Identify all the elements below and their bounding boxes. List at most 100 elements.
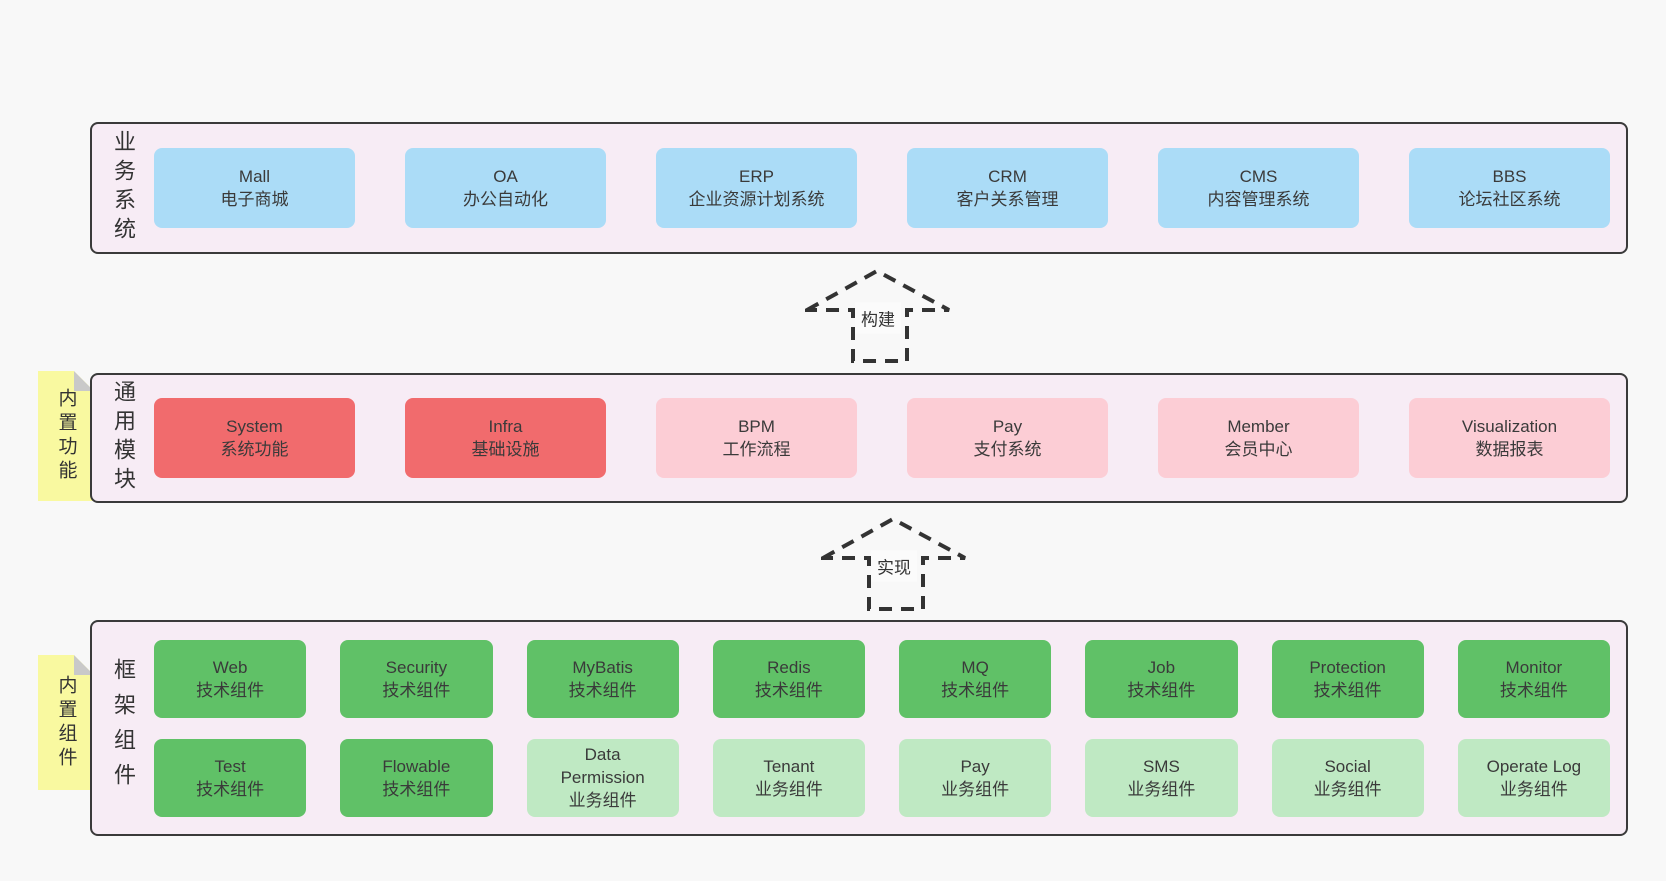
- box-mall: Mall 电子商城: [154, 148, 355, 228]
- box-flowable: Flowable 技术组件: [340, 738, 493, 817]
- box-system: System 系统功能: [154, 398, 355, 478]
- box-title: BBS: [1492, 167, 1527, 186]
- box-title: Member: [1227, 417, 1290, 436]
- box-bbs: BBS 论坛社区系统: [1409, 148, 1610, 228]
- box-data-permission: Data Permission 业务组件: [526, 738, 679, 817]
- box-title: Infra: [488, 417, 523, 436]
- box-title: CMS: [1239, 167, 1278, 186]
- box-subtitle: 业务组件: [1127, 779, 1196, 799]
- box-subtitle: 企业资源计划系统: [688, 190, 825, 209]
- build-arrow-label: 构建: [855, 302, 901, 334]
- box-subtitle: 论坛社区系统: [1458, 190, 1561, 209]
- box-row: System 系统功能 Infra 基础设施 BPM 工作流程 Pay 支付系统…: [154, 398, 1610, 478]
- box-pay: Pay 支付系统: [907, 398, 1108, 478]
- box-subtitle: 业务组件: [754, 779, 823, 799]
- box-subtitle: 技术组件: [941, 680, 1010, 700]
- box-subtitle: 技术组件: [382, 680, 451, 700]
- tab-builtin-components: 内置组件: [38, 655, 94, 790]
- layer-common-modules: 通用模块 System 系统功能 Infra 基础设施 BPM 工作流程 Pay: [90, 373, 1628, 503]
- tab-label-text: 内置功能: [55, 388, 77, 484]
- box-title: Monitor: [1505, 657, 1563, 677]
- box-title: BPM: [738, 417, 775, 436]
- box-tenant: Tenant 业务组件: [712, 738, 865, 817]
- box-subtitle: 支付系统: [973, 440, 1042, 459]
- box-protection: Protection 技术组件: [1271, 639, 1424, 718]
- box-title: Social: [1324, 756, 1371, 776]
- build-arrow: 构建: [799, 268, 951, 364]
- box-security: Security 技术组件: [340, 639, 493, 718]
- box-subtitle: 电子商城: [220, 190, 289, 209]
- box-visualization: Visualization 数据报表: [1409, 398, 1610, 478]
- box-pay-biz: Pay 业务组件: [899, 738, 1052, 817]
- box-title: Pay: [992, 417, 1023, 436]
- box-subtitle: 基础设施: [471, 440, 540, 459]
- dashed-up-arrow-icon: [799, 268, 950, 363]
- box-title: Job: [1147, 657, 1176, 677]
- box-title: SMS: [1142, 756, 1180, 776]
- implement-arrow: 实现: [815, 516, 967, 612]
- box-rows: Web 技术组件 Security 技术组件 MyBatis 技术组件 Redi…: [154, 622, 1626, 834]
- box-title: System: [226, 417, 283, 436]
- layer-side-label: 通用模块: [92, 375, 154, 501]
- box-subtitle: 系统功能: [220, 440, 289, 459]
- box-rows: Mall 电子商城 OA 办公自动化 ERP 企业资源计划系统 CRM 客户关系…: [154, 124, 1626, 252]
- box-row: Web 技术组件 Security 技术组件 MyBatis 技术组件 Redi…: [154, 639, 1610, 718]
- layer-side-label: 框架组件: [92, 622, 154, 834]
- box-monitor: Monitor 技术组件: [1457, 639, 1610, 718]
- box-subtitle: 业务组件: [941, 779, 1010, 799]
- box-row: Test 技术组件 Flowable 技术组件 Data Permission …: [154, 738, 1610, 817]
- box-title: ERP: [739, 167, 774, 186]
- box-redis: Redis 技术组件: [712, 639, 865, 718]
- box-title: Pay: [960, 756, 990, 776]
- box-mybatis: MyBatis 技术组件: [526, 639, 679, 718]
- box-oa: OA 办公自动化: [405, 148, 606, 228]
- box-title: Redis: [767, 657, 811, 677]
- box-operate-log: Operate Log 业务组件: [1457, 738, 1610, 817]
- box-title: Tenant: [763, 756, 815, 776]
- box-web: Web 技术组件: [154, 639, 307, 718]
- box-test: Test 技术组件: [154, 738, 307, 817]
- box-subtitle: 技术组件: [1499, 680, 1568, 700]
- side-label-text: 业务系统: [111, 130, 136, 246]
- box-subtitle: 业务组件: [1313, 779, 1382, 799]
- layer-framework-components: 框架组件 Web 技术组件 Security 技术组件 MyBatis 技术组件…: [90, 620, 1628, 836]
- box-erp: ERP 企业资源计划系统: [656, 148, 857, 228]
- box-title: Security: [385, 657, 448, 677]
- box-title: Data Permission: [560, 745, 645, 787]
- tab-builtin-features: 内置功能: [38, 371, 94, 501]
- box-title: Test: [214, 756, 246, 776]
- box-member: Member 会员中心: [1158, 398, 1359, 478]
- layer-side-label: 业务系统: [92, 124, 154, 252]
- box-subtitle: 数据报表: [1475, 440, 1544, 459]
- box-subtitle: 内容管理系统: [1207, 190, 1310, 209]
- box-subtitle: 技术组件: [1313, 680, 1382, 700]
- box-job: Job 技术组件: [1085, 639, 1238, 718]
- box-subtitle: 技术组件: [754, 680, 823, 700]
- box-infra: Infra 基础设施: [405, 398, 606, 478]
- box-title: Web: [212, 657, 248, 677]
- implement-arrow-label: 实现: [871, 550, 917, 582]
- box-title: Flowable: [382, 756, 451, 776]
- box-title: MQ: [961, 657, 989, 677]
- box-title: OA: [493, 167, 518, 186]
- box-subtitle: 客户关系管理: [956, 190, 1059, 209]
- box-title: Operate Log: [1486, 756, 1582, 776]
- box-title: Protection: [1309, 657, 1386, 677]
- box-subtitle: 业务组件: [568, 791, 637, 810]
- box-mq: MQ 技术组件: [899, 639, 1052, 718]
- tab-label-text: 内置组件: [55, 674, 77, 771]
- side-label-text: 框架组件: [111, 658, 136, 798]
- box-bpm: BPM 工作流程: [656, 398, 857, 478]
- dashed-up-arrow-icon: [815, 516, 966, 611]
- box-row: Mall 电子商城 OA 办公自动化 ERP 企业资源计划系统 CRM 客户关系…: [154, 148, 1610, 228]
- box-title: CRM: [988, 167, 1027, 186]
- box-subtitle: 技术组件: [1127, 680, 1196, 700]
- box-subtitle: 技术组件: [568, 680, 637, 700]
- box-subtitle: 业务组件: [1499, 779, 1568, 799]
- box-title: MyBatis: [572, 657, 633, 677]
- box-cms: CMS 内容管理系统: [1158, 148, 1359, 228]
- box-rows: System 系统功能 Infra 基础设施 BPM 工作流程 Pay 支付系统…: [154, 375, 1626, 501]
- box-subtitle: 技术组件: [196, 680, 265, 700]
- box-title: Mall: [238, 167, 271, 186]
